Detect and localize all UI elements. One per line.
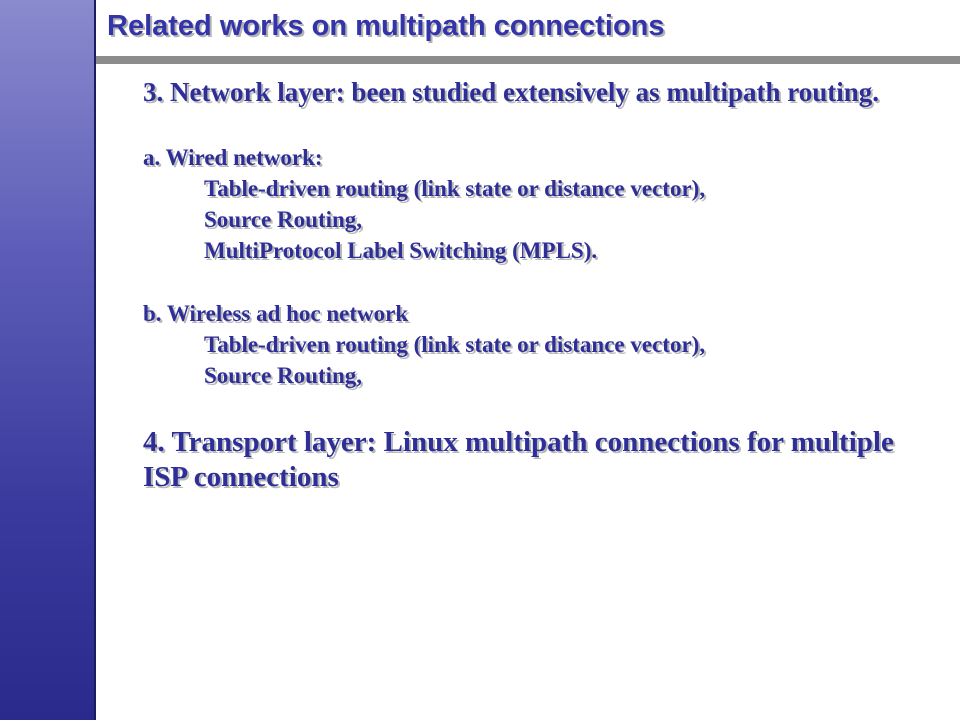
- point-network-layer: 3. Network layer: been studied extensive…: [143, 77, 879, 107]
- slide-title: Related works on multipath connections: [107, 10, 665, 42]
- title-underline-rule: [96, 56, 960, 64]
- wireless-network-heading: b. Wireless ad hoc network: [143, 301, 409, 326]
- wired-item-table-driven: Table-driven routing (link state or dist…: [204, 176, 706, 201]
- wired-network-heading: a. Wired network:: [143, 145, 323, 170]
- wireless-network-section: b. Wireless ad hoc network Table-driven …: [143, 298, 933, 391]
- point-transport-layer: 4. Transport layer: Linux multipath conn…: [143, 426, 894, 493]
- wired-item-source-routing: Source Routing,: [204, 207, 363, 232]
- wired-item-mpls: MultiProtocol Label Switching (MPLS).: [204, 238, 598, 263]
- wired-network-section: a. Wired network: Table-driven routing (…: [143, 142, 933, 266]
- slide-sidebar-bar: [0, 0, 96, 720]
- slide-body: 3. Network layer: been studied extensive…: [143, 78, 933, 495]
- wireless-item-source-routing: Source Routing,: [204, 363, 363, 388]
- wireless-item-table-driven: Table-driven routing (link state or dist…: [204, 332, 706, 357]
